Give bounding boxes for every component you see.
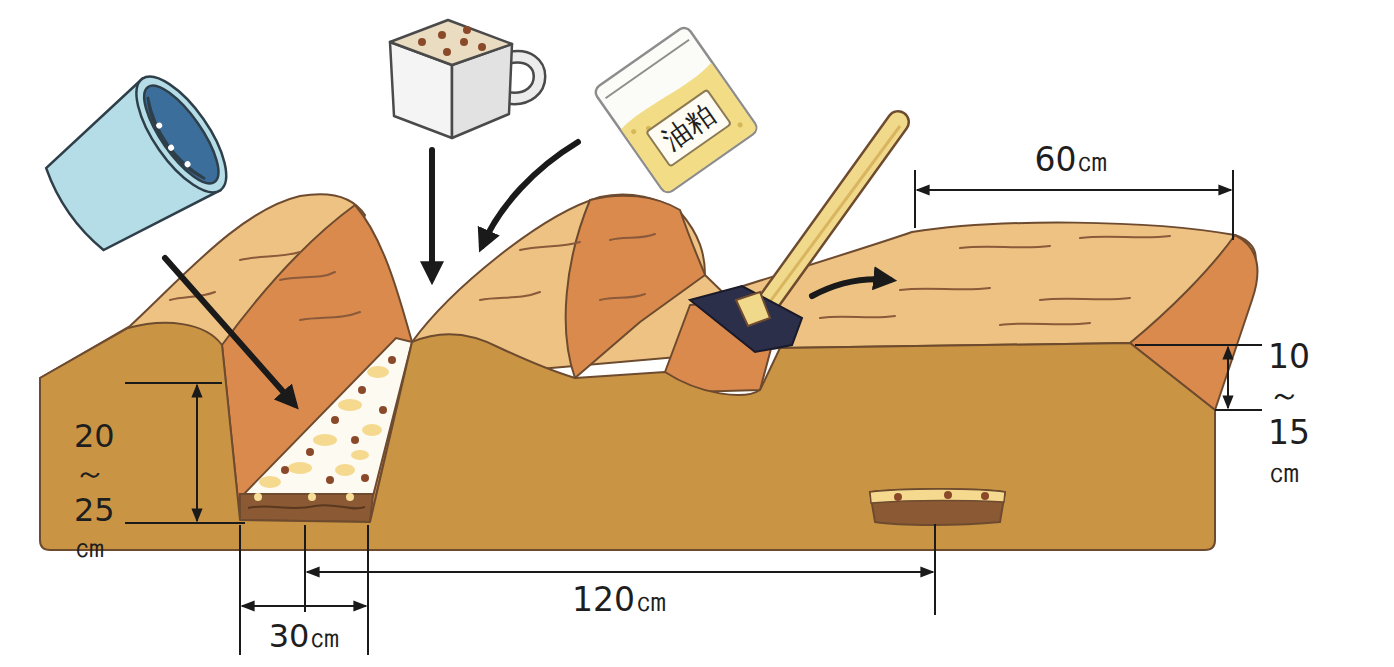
action-arrow [429,150,435,278]
shovel-handle-grain [758,126,900,318]
dot [894,493,902,501]
dot [388,356,396,364]
dot [346,493,354,501]
fertilizer-cup [390,20,540,138]
dot [438,31,446,39]
dot [183,160,191,168]
dimension-line [307,571,933,573]
texture-line [820,316,895,318]
extension-line [934,524,936,615]
extension-line [239,525,241,655]
oilcake-bit [335,464,355,476]
shovel-socket [736,292,770,326]
bag-body [593,25,760,195]
dot [254,493,262,501]
dimension-width: 60㎝ [1035,141,1110,179]
buried-dots [894,491,989,501]
dot [460,38,468,46]
extension-line [1135,344,1262,346]
oilcake-bit [313,434,337,446]
bag-speck [630,128,637,135]
dot [281,466,289,474]
dimension-line [917,189,1231,191]
action-arrow [482,142,578,246]
texture-line [1080,236,1170,238]
soil-section [40,323,1215,550]
dimension-line [242,605,366,607]
dot [326,476,334,484]
buried-oilcake [870,489,1005,503]
bag-contents [620,63,758,194]
extension-line [125,522,245,524]
dimension-line [196,385,198,521]
texture-line [610,234,655,240]
pail-rim [120,63,242,205]
dot [167,144,175,152]
extension-line [1215,409,1262,411]
texture-lines [170,234,1170,325]
dimension-trench-width: 30㎝ [269,618,342,655]
texture-line [280,272,335,280]
compost-line [248,505,365,508]
bag-zip [606,40,690,99]
texture-line [1000,323,1090,325]
texture-line [300,312,360,320]
oilcake-bit [351,450,369,460]
dot [443,48,451,56]
bag-speck [737,121,744,128]
shovel-blade [690,286,802,352]
dot [155,121,163,129]
texture-line [960,246,1050,248]
extension-line [125,382,222,384]
texture-line [900,288,990,290]
extension-line [367,525,369,655]
action-arrows [165,142,890,404]
texture-line [240,252,300,260]
dot [306,448,314,456]
dot [478,43,486,51]
cup-granules [418,26,486,56]
dot [944,491,952,499]
oilcake-bit [362,424,382,436]
fertilizer-bag: 油粕 [590,22,762,198]
dimension-lines [125,170,1262,655]
dimension-spacing: 120㎝ [572,581,668,619]
dot [361,474,369,482]
cup-handle-outline [508,57,540,99]
compost-grains [254,493,354,501]
extension-line [1232,170,1234,240]
dot [358,386,366,394]
buried-compost [870,489,1005,525]
oilcake-bit [338,399,362,411]
dot [379,406,387,414]
compost-pail [30,63,242,268]
dot [308,493,316,501]
texture-line [600,294,645,300]
compost-layer [240,494,373,522]
action-arrow [812,279,890,296]
texture-line [480,292,540,300]
compost-dots [281,356,396,484]
dimension-height: 10～ 15㎝ [1268,338,1310,490]
dimension-line [1227,347,1229,408]
oilcake-bit [259,476,281,488]
dot [418,38,426,46]
oilcake-bit [367,366,389,378]
cup-opening [390,20,512,65]
dot [981,492,989,500]
extension-line [304,525,306,612]
texture-line [1040,298,1130,300]
texture-line [520,242,580,250]
dot [351,436,359,444]
pail-inside [132,75,231,193]
cup-handle [508,57,540,99]
oilcake-bit [288,462,312,474]
dimension-depth: 20～ 25㎝ [74,418,115,565]
dot [463,26,471,34]
dot [331,416,339,424]
pail-compost [137,97,205,186]
extension-line [914,170,916,228]
